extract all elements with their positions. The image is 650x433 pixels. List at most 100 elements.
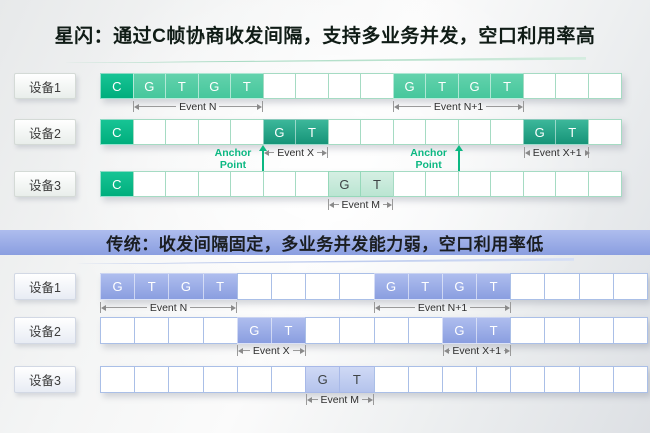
slot-C: C (100, 171, 134, 197)
slot-T: T (407, 273, 443, 300)
slot-empty (202, 317, 238, 344)
slot-empty (100, 366, 136, 393)
anchor-arrow-icon (259, 145, 267, 151)
slot-G: G (305, 366, 341, 393)
event-span-arrow: Event N (132, 101, 263, 113)
slot-empty (425, 119, 459, 145)
event-span-arrow: Event M (328, 199, 394, 211)
slot-empty (392, 171, 427, 197)
slot-empty (522, 73, 557, 99)
slot-G: G (100, 273, 136, 300)
slot-C: C (100, 73, 134, 99)
event-span-arrow: Event N+1 (374, 302, 511, 314)
slot-empty (168, 366, 204, 393)
anchor-arrow-icon (454, 145, 463, 151)
slot-empty (587, 73, 622, 99)
slot-empty (441, 366, 478, 393)
slot-T: T (425, 73, 459, 99)
slot-empty (270, 273, 307, 300)
event-label: Event X (252, 344, 290, 357)
slot-G: G (457, 73, 492, 99)
slot-empty (578, 366, 614, 393)
slot-empty (457, 171, 492, 197)
device-label: 设备2 (14, 119, 76, 145)
slot-empty (612, 366, 648, 393)
slot-empty (587, 171, 622, 197)
device-label: 设备2 (14, 317, 76, 344)
event-label: Event X+1 (452, 344, 502, 357)
slot-empty (197, 119, 232, 145)
slot-G: G (327, 171, 362, 197)
nearlink-title: 星闪：通过C帧协商收发间隔，支持多业务并发，空口利用率高 (54, 26, 596, 47)
slot-empty (305, 273, 341, 300)
slot-empty (132, 119, 167, 145)
device-label: 设备1 (14, 73, 76, 99)
slot-empty (544, 273, 580, 300)
slot-empty (407, 317, 443, 344)
slot-empty (327, 119, 362, 145)
slot-T: T (490, 73, 524, 99)
slot-empty (197, 171, 232, 197)
slot-G: G (168, 273, 204, 300)
slot-G: G (132, 73, 167, 99)
slot-T: T (202, 273, 238, 300)
event-span-arrow: Event X (237, 344, 306, 357)
slot-empty (555, 171, 589, 197)
slot-empty (578, 317, 614, 344)
slot-empty (339, 273, 375, 300)
slot-empty (612, 317, 648, 344)
slot-empty (392, 119, 427, 145)
slot-empty (555, 73, 589, 99)
anchor-arrow-line (457, 150, 460, 171)
anchor-arrow-line (262, 150, 264, 171)
slot-G: G (392, 73, 427, 99)
event-span-arrow: Event N (100, 301, 237, 314)
slot-G: G (441, 273, 478, 300)
event-span-arrow: Event X (263, 146, 329, 159)
slot-empty (295, 171, 329, 197)
slot-T: T (360, 171, 394, 197)
slot-empty (230, 171, 264, 197)
slot-empty (132, 171, 167, 197)
slot-empty (339, 317, 375, 344)
event-label: Event X (277, 146, 314, 159)
slot-empty (295, 73, 329, 99)
slot-empty (373, 317, 409, 344)
slot-empty (305, 317, 341, 344)
slot-T: T (165, 73, 199, 99)
slot-T: T (476, 317, 512, 344)
slot-T: T (230, 73, 264, 99)
slot-empty (165, 119, 199, 145)
event-span-arrow: Event X+1 (442, 344, 511, 357)
slot-empty (490, 119, 524, 145)
slot-empty (327, 73, 362, 99)
slot-empty (236, 366, 272, 393)
slot-empty (262, 73, 297, 99)
nearlink-divider (64, 57, 586, 63)
slot-empty (360, 119, 394, 145)
slot-empty (457, 119, 492, 145)
anchor-point-label: Anchor Point (410, 147, 447, 171)
slot-empty (544, 366, 580, 393)
slot-empty (407, 366, 443, 393)
event-label: Event N (149, 301, 188, 314)
slot-empty (587, 119, 622, 145)
slot-empty (476, 366, 512, 393)
slot-empty (168, 317, 204, 344)
device-label: 设备3 (14, 366, 76, 393)
slot-empty (100, 317, 136, 344)
slot-empty (578, 273, 614, 300)
slot-T: T (134, 273, 170, 300)
slot-empty (544, 317, 580, 344)
slot-T: T (476, 273, 512, 300)
slot-empty (236, 273, 272, 300)
slot-G: G (262, 119, 297, 145)
slot-G: G (441, 317, 478, 344)
